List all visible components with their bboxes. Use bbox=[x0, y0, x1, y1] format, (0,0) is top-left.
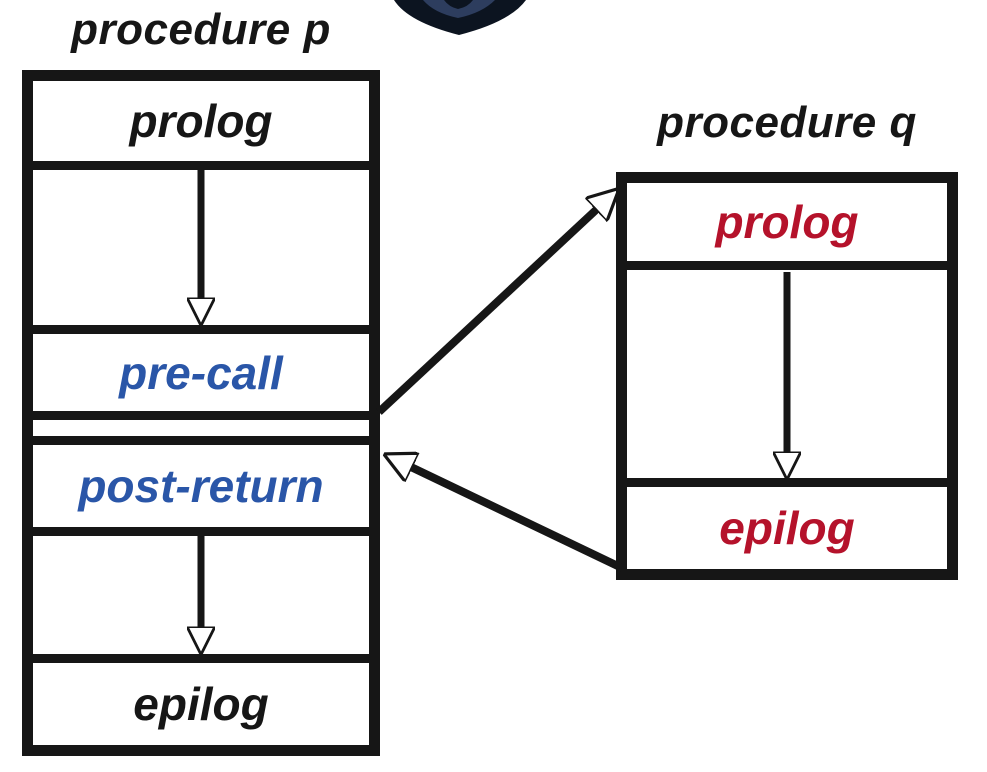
p-prolog-label: prolog bbox=[129, 95, 273, 147]
p-post-return-label: post-return bbox=[78, 460, 324, 512]
procedure-q-title: procedure q bbox=[657, 98, 917, 147]
row-divider bbox=[33, 654, 369, 663]
call-arrow bbox=[376, 209, 597, 415]
procedure-q-box: prolog epilog bbox=[616, 172, 958, 580]
procedure-p-row-post-return: post-return bbox=[33, 445, 369, 527]
procedure-p-row-prolog: prolog bbox=[33, 81, 369, 161]
procedure-q-row-epilog: epilog bbox=[627, 487, 947, 569]
p-epilog-label: epilog bbox=[133, 678, 269, 730]
procedure-p-row-pre-call: pre-call bbox=[33, 334, 369, 411]
procedure-p-row-call-gap bbox=[33, 420, 369, 436]
q-epilog-label: epilog bbox=[719, 502, 855, 554]
procedure-q-row-prolog: prolog bbox=[627, 183, 947, 261]
row-divider bbox=[33, 436, 369, 445]
row-divider bbox=[33, 325, 369, 334]
q-prolog-label: prolog bbox=[715, 196, 859, 248]
row-divider bbox=[33, 411, 369, 420]
p-pre-call-label: pre-call bbox=[119, 346, 283, 399]
procedure-p-row-body-lower bbox=[33, 536, 369, 654]
procedure-q-row-body bbox=[627, 270, 947, 478]
row-divider bbox=[33, 161, 369, 170]
procedure-p-row-body-upper bbox=[33, 170, 369, 325]
row-divider bbox=[627, 261, 947, 270]
row-divider bbox=[627, 478, 947, 487]
procedure-p-box: prolog pre-call post-return epilog bbox=[22, 70, 380, 756]
return-arrow bbox=[411, 467, 624, 572]
procedure-p-row-epilog: epilog bbox=[33, 663, 369, 745]
row-divider bbox=[33, 527, 369, 536]
procedure-p-title: procedure p bbox=[71, 5, 331, 54]
shield-logo-icon bbox=[394, 0, 526, 35]
